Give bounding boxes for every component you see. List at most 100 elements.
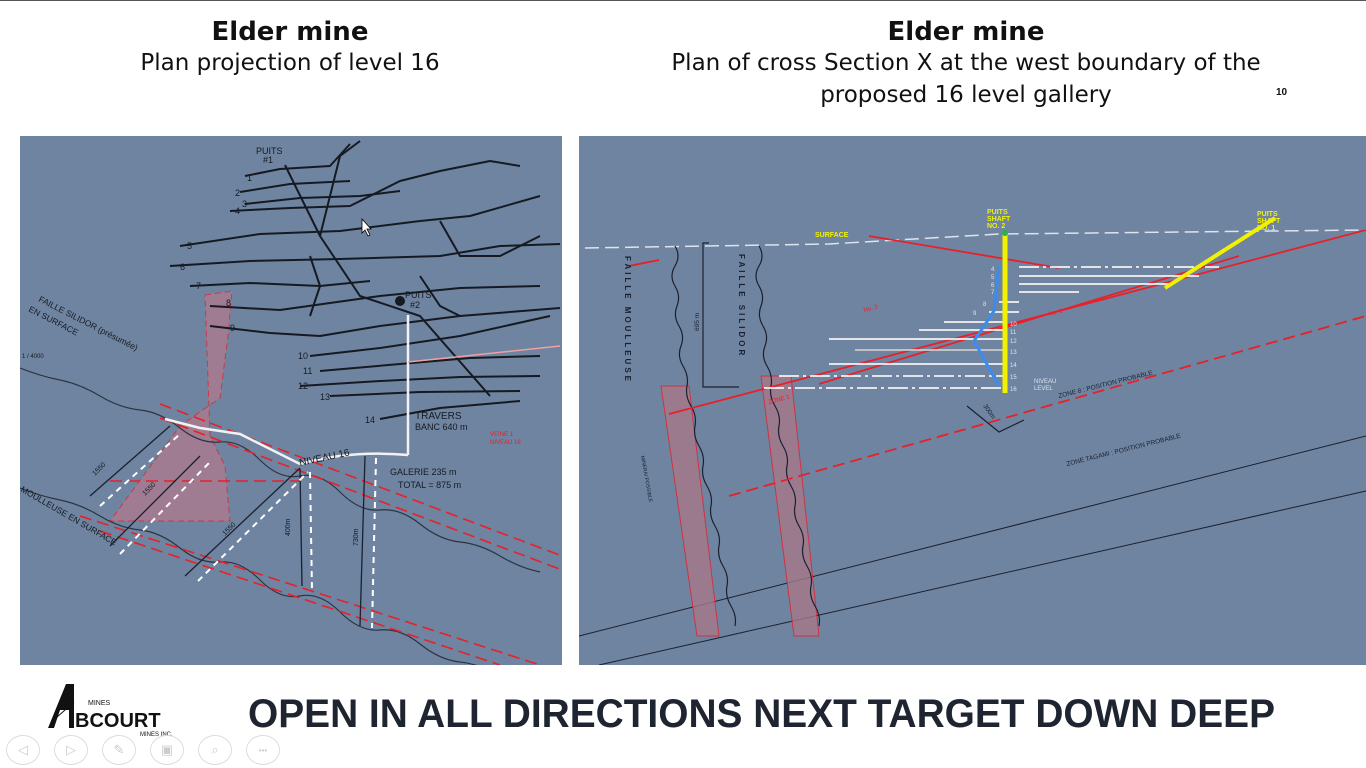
shaft-2-label: PUITS xyxy=(987,209,1008,216)
level-label: 16 xyxy=(1010,387,1017,393)
underground-workings xyxy=(169,140,561,420)
level-label: 6 xyxy=(180,262,185,272)
ore-zone-shading xyxy=(109,290,233,522)
level-label: 11 xyxy=(1010,330,1017,336)
vein-no1-label: No. 1 xyxy=(1048,308,1064,318)
shaft-2-marker xyxy=(395,296,405,306)
zone-tagami-label: ZONE TAGAMI : POSITION PROBABLE xyxy=(1066,433,1182,468)
dimension-lines xyxy=(89,425,366,627)
plan-map-level-16: PUITS #1 1 2 3 4 5 6 7 8 9 10 11 12 13 1… xyxy=(20,136,562,665)
fault-moulleuse-band xyxy=(660,385,720,637)
level-label: 9 xyxy=(230,323,235,333)
abcourt-logo-icon: MINES BCOURT MINES INC. xyxy=(48,684,173,738)
shaft-2-label: NO. 2 xyxy=(987,223,1005,230)
level-label: 3 xyxy=(242,199,247,209)
travers-label: TRAVERS xyxy=(415,411,462,422)
depth-label: 695 m xyxy=(694,313,701,331)
zone1-label: ZONE 1 xyxy=(768,394,791,406)
dimension-label: 730m xyxy=(353,528,360,546)
width-dimension-line xyxy=(966,405,1025,433)
previous-slide-button[interactable]: ◁ xyxy=(6,735,40,765)
level-word-label: LEVEL xyxy=(1034,386,1053,392)
right-title-block: Elder mine Plan of cross Section X at th… xyxy=(600,17,1332,111)
shaft-1-number: #1 xyxy=(263,155,273,165)
level-label: 12 xyxy=(298,381,308,391)
shaft-1-label: NO. 1 xyxy=(1257,225,1275,232)
see-all-slides-button[interactable]: ▣ xyxy=(150,735,184,765)
dimension-label: 400m xyxy=(285,518,292,536)
level-label: 14 xyxy=(1010,363,1017,369)
left-title-block: Elder mine Plan projection of level 16 xyxy=(60,17,520,79)
level-label: 12 xyxy=(1010,339,1017,345)
fault-silidor-band xyxy=(760,375,820,637)
shaft-2-label: PUITS xyxy=(405,290,432,300)
pen-tool-button[interactable]: ✎ xyxy=(102,735,136,765)
minerai-label: MINERAI POSSIBLE xyxy=(639,455,653,503)
level-label: 7 xyxy=(991,290,995,296)
level-label: 14 xyxy=(365,415,375,425)
shaft-2-number: #2 xyxy=(410,300,420,310)
page-number: 10 xyxy=(1276,87,1288,98)
fault-silidor-line xyxy=(20,367,541,573)
surface-label: SURFACE xyxy=(815,232,849,239)
fault-moulleuse-label: FAILLE MOULLEUSE xyxy=(623,256,632,384)
zoom-button[interactable]: ⌕ xyxy=(198,735,232,765)
level-label: 13 xyxy=(320,392,330,402)
level-label: 10 xyxy=(298,351,308,361)
vein-level-label: NIVEAU 16 xyxy=(490,440,521,446)
shaft-1-label: PUITS xyxy=(256,146,283,156)
dimension-lines-white xyxy=(99,433,377,629)
shaft-2-collar xyxy=(1002,230,1008,236)
logo-mines-inc: MINES INC. xyxy=(140,732,173,738)
level-label: 8 xyxy=(983,302,987,308)
level-label: 15 xyxy=(1010,375,1017,381)
vein-label: VEINE 1 xyxy=(490,432,514,438)
level-label: 1 xyxy=(247,173,252,183)
logo-abcourt: BCOURT xyxy=(75,710,161,732)
slogan-banner: OPEN IN ALL DIRECTIONS NEXT TARGET DOWN … xyxy=(248,692,1275,734)
presentation-controls: ◁ ▷ ✎ ▣ ⌕ ••• xyxy=(6,735,280,765)
level-label: 4 xyxy=(235,206,240,216)
logo-mines-top: MINES xyxy=(88,700,111,707)
shaft-2-label: SHAFT xyxy=(987,216,1011,223)
fault-silidor-label: FAILLE SILIDOR xyxy=(737,254,746,358)
scale-label: 1 / 4000 xyxy=(22,354,44,360)
cross-section-map: SURFACE PUITS SHAFT NO. 2 PUITS SHAFT NO… xyxy=(579,136,1366,665)
level-label: 9 xyxy=(973,311,977,317)
level-label: 2 xyxy=(235,188,240,198)
fault-moulleuse-trace xyxy=(671,245,737,627)
level-label: 4 xyxy=(991,267,995,273)
zone-8-label: ZONE 8 : POSITION PROBABLE xyxy=(1058,370,1154,400)
niveau-16-label: NIVEAU 16 xyxy=(298,447,351,468)
right-subtitle-line2: proposed 16 level gallery xyxy=(820,82,1112,108)
total-label: TOTAL = 875 m xyxy=(398,480,461,490)
mouse-cursor-icon xyxy=(361,217,372,237)
level-label: 10 xyxy=(1010,322,1017,328)
plan-map-svg: PUITS #1 1 2 3 4 5 6 7 8 9 10 11 12 13 1… xyxy=(20,140,562,665)
next-slide-button[interactable]: ▷ xyxy=(54,735,88,765)
vein-lines xyxy=(628,229,1366,497)
vein-no3-label: No. 3 xyxy=(863,304,879,314)
fault-silidor-trace xyxy=(755,245,821,627)
fault-moulleuse-line xyxy=(20,487,478,665)
level-label: 11 xyxy=(303,366,312,376)
more-options-button[interactable]: ••• xyxy=(246,735,280,765)
galerie-label: GALERIE 235 m xyxy=(390,467,457,477)
shaft-1-label: PUITS xyxy=(1257,211,1278,218)
surface-line xyxy=(584,229,1366,249)
right-title: Elder mine xyxy=(887,17,1045,47)
shaft-1 xyxy=(1163,216,1277,290)
zone-tagami-line xyxy=(598,490,1366,665)
left-title: Elder mine xyxy=(211,17,369,47)
top-border xyxy=(0,0,1366,1)
vein-line xyxy=(407,345,561,363)
banc-label: BANC 640 m xyxy=(415,422,468,432)
section-map-svg: SURFACE PUITS SHAFT NO. 2 PUITS SHAFT NO… xyxy=(579,209,1366,665)
shaft-1-label: SHAFT xyxy=(1257,218,1281,225)
abcourt-logo: MINES BCOURT MINES INC. xyxy=(44,680,204,740)
ore-body-blue xyxy=(972,265,1001,387)
depth-dimension-line xyxy=(702,242,739,388)
level-label: 13 xyxy=(1010,350,1017,356)
left-subtitle: Plan projection of level 16 xyxy=(140,50,440,76)
level-lines xyxy=(764,266,1219,389)
